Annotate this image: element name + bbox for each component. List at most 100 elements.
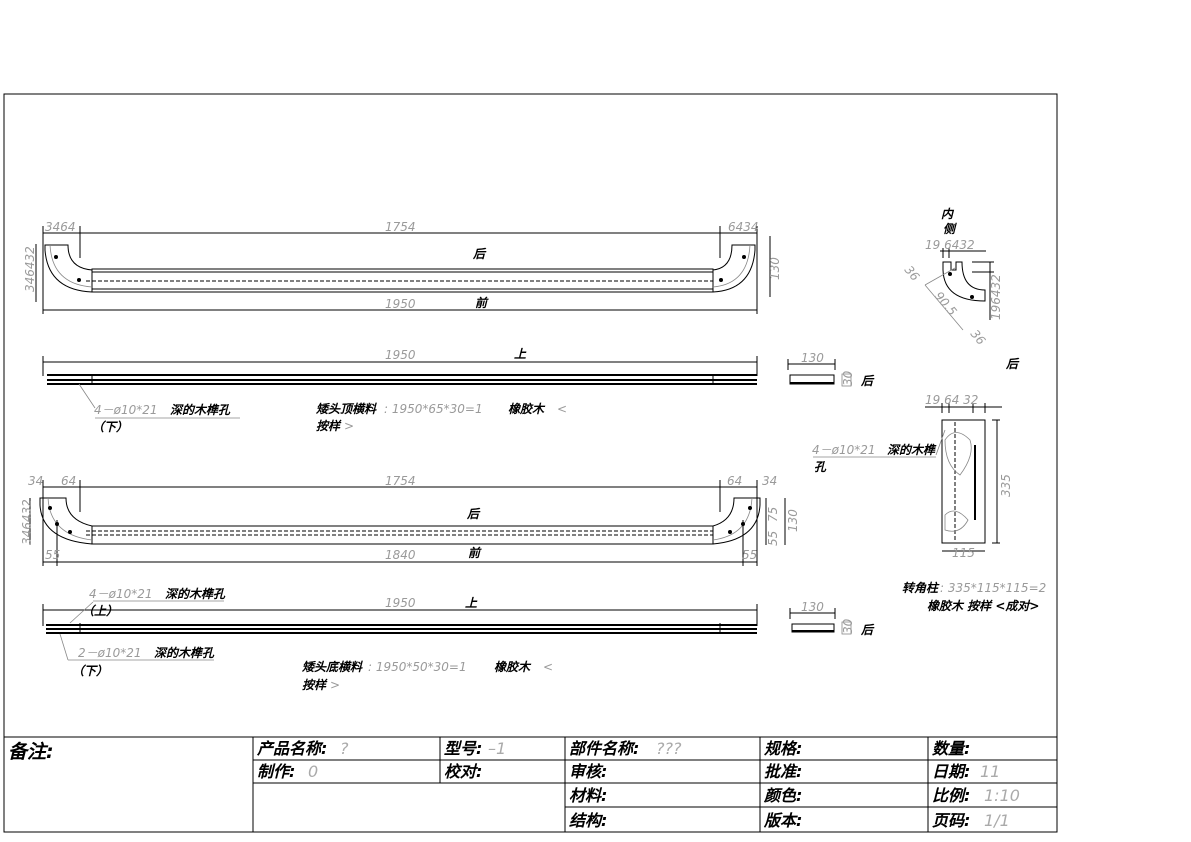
- dim-label: 55: [742, 548, 757, 562]
- hole-note: 4－ø10*21: [94, 403, 158, 417]
- dim-label: 1754: [385, 474, 416, 488]
- dim-label: 36: [902, 263, 923, 284]
- dim-label: 1950: [385, 348, 416, 362]
- hole-note-sub: （下）: [72, 664, 108, 678]
- corner-post-view: [813, 403, 1002, 552]
- label-back: 后: [466, 507, 481, 521]
- model-label: 型号:: [444, 739, 482, 758]
- label-back: 后: [860, 374, 875, 388]
- product-name-value: ?: [340, 739, 349, 758]
- scale-value: 1:10: [984, 786, 1020, 805]
- corner-detail-view: [924, 248, 994, 331]
- top-rail-side-view: [42, 356, 758, 419]
- title-block: [4, 736, 1057, 832]
- dim-label: 335: [999, 474, 1013, 497]
- hole-note: 4－ø10*21: [89, 587, 153, 601]
- approve-label: 批准:: [764, 762, 802, 781]
- scale-label: 比例:: [932, 786, 970, 805]
- dim-label: 1950: [385, 596, 416, 610]
- dim-label: 130: [768, 257, 782, 280]
- part-label: 矮头顶横料: [315, 402, 377, 416]
- date-label: 日期:: [932, 762, 970, 781]
- spec-label: 规格:: [764, 739, 802, 758]
- hole-note: 2－ø10*21: [78, 646, 142, 660]
- hole-note-text: 深的木榫孔: [154, 646, 215, 660]
- proofread-label: 校对:: [444, 762, 482, 781]
- label-front: 前: [468, 546, 482, 560]
- part-material: 橡胶木: [508, 402, 546, 416]
- quantity-label: 数量:: [932, 739, 970, 758]
- bottom-rail-end-view: [789, 608, 852, 635]
- hole-note-text: 深的木榫孔: [170, 403, 231, 417]
- dim-label: 30: [841, 618, 855, 634]
- dim-label: 1840: [385, 548, 416, 562]
- hole-note-sub: （下）: [92, 420, 128, 434]
- bottom-rail-plan-view: [29, 480, 786, 566]
- part-tail: <: [557, 402, 567, 416]
- dim-label: 1950: [385, 297, 416, 311]
- part-spec: : 1950*50*30=1: [368, 660, 467, 674]
- dim-label: 64: [61, 474, 76, 488]
- hole-note: 4－ø10*21: [812, 443, 876, 457]
- label-up: 上: [514, 347, 527, 361]
- dim-label: 55: [766, 531, 780, 546]
- dim-label: 75: [766, 507, 780, 522]
- product-name-label: 产品名称:: [256, 739, 327, 758]
- dim-label: 34: [28, 474, 43, 488]
- part-spec: : 335*115*115=2: [940, 581, 1046, 595]
- dim-label: 130: [801, 351, 824, 365]
- page-value: 1/1: [984, 811, 1010, 830]
- structure-label: 结构:: [569, 811, 607, 830]
- dim-label: 36: [968, 327, 989, 348]
- hole-note-text: 孔: [814, 460, 827, 474]
- remarks-label: 备注:: [8, 741, 54, 763]
- part-name-value: ???: [656, 739, 682, 758]
- dim-label: 55: [45, 548, 60, 562]
- part-name-label: 部件名称:: [569, 739, 639, 758]
- drawing-frame: [3, 93, 1058, 833]
- part-label: 矮头底横料: [301, 660, 363, 674]
- date-value: 11: [980, 762, 1000, 781]
- dim-label: 19 64 32: [925, 393, 978, 407]
- part-line2: 按样: [316, 419, 342, 433]
- model-value: –1: [488, 739, 506, 758]
- part-tail: <: [543, 660, 553, 674]
- version-label: 版本:: [763, 811, 802, 830]
- dim-label: 64: [727, 474, 742, 488]
- review-label: 审核:: [569, 762, 607, 781]
- dim-label: 130: [801, 600, 824, 614]
- dim-label: 3464: [45, 220, 76, 234]
- label-back: 后: [472, 247, 487, 261]
- label-back: 后: [1005, 357, 1020, 371]
- hole-note-text: 深的木榫孔: [165, 587, 226, 601]
- dim-label: 30: [841, 370, 855, 386]
- part-spec: : 1950*65*30=1: [384, 402, 483, 416]
- hole-note-text: 深的木榫: [887, 443, 937, 457]
- label-front: 前: [475, 296, 489, 310]
- material-label: 材料:: [569, 786, 607, 805]
- part-line2-tail: >: [344, 419, 354, 433]
- label-inner: 侧: [943, 222, 957, 236]
- dim-label: 130: [786, 509, 800, 532]
- bottom-rail-side-view: [42, 600, 758, 661]
- top-rail-end-view: [787, 359, 852, 387]
- page-label: 页码:: [932, 811, 970, 830]
- made-by-label: 制作:: [257, 762, 295, 781]
- dim-label: 6434: [728, 220, 759, 234]
- dim-label: 346432: [20, 499, 34, 545]
- part-material: 橡胶木: [494, 660, 532, 674]
- dim-label: 1754: [385, 220, 416, 234]
- dim-label: 346432: [23, 246, 37, 292]
- part-line2: 橡胶木 按样 <成对>: [927, 599, 1039, 613]
- top-rail-plan-view: [35, 226, 771, 314]
- made-by-value: 0: [308, 762, 318, 781]
- dim-label: 196432: [989, 274, 1003, 320]
- label-inner: 内: [941, 207, 955, 221]
- part-label: 转角柱: [902, 581, 940, 595]
- part-line2: 按样: [302, 678, 328, 692]
- color-label: 颜色:: [763, 786, 802, 805]
- dim-label: 90.5: [932, 289, 960, 318]
- hole-note-sub: （上）: [82, 604, 118, 618]
- dim-label: 34: [762, 474, 777, 488]
